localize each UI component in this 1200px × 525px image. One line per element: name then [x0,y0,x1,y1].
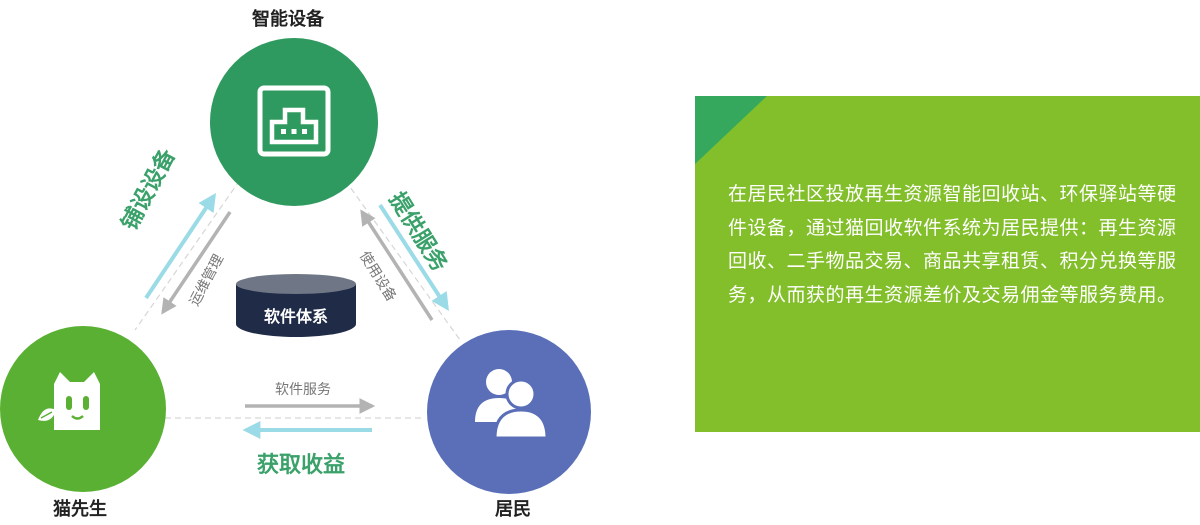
node-label-residents: 居民 [495,499,531,520]
info-panel-text: 在居民社区投放再生资源智能回收站、环保驿站等硬件设备，通过猫回收软件系统为居民提… [728,183,1177,306]
diagram-connectors [134,179,461,439]
panel-corner-accent [695,96,767,164]
info-panel [695,96,1200,432]
edge-right-dashed [344,179,461,341]
arrow-right-gray [360,209,434,321]
arrow-right-cyan [378,203,449,312]
node-residents-circle [427,330,591,494]
edge-label-bottom-main: 获取收益 [257,453,346,478]
router-device-icon [257,85,331,157]
arrow-left-gray [161,211,232,315]
people-icon [475,369,549,440]
cat-logo-icon [38,372,100,430]
center-label: 软件体系 [263,307,328,326]
arrow-left-cyan [144,193,216,300]
node-smart-device-circle [210,38,378,206]
software-cylinder [236,274,356,337]
node-label-smart-device: 智能设备 [252,9,324,30]
edge-left-dashed [134,179,241,331]
node-cat-circle [0,326,166,492]
node-label-maoxiansheng: 猫先生 [53,499,107,520]
edge-label-bottom-sub: 软件服务 [275,382,331,398]
